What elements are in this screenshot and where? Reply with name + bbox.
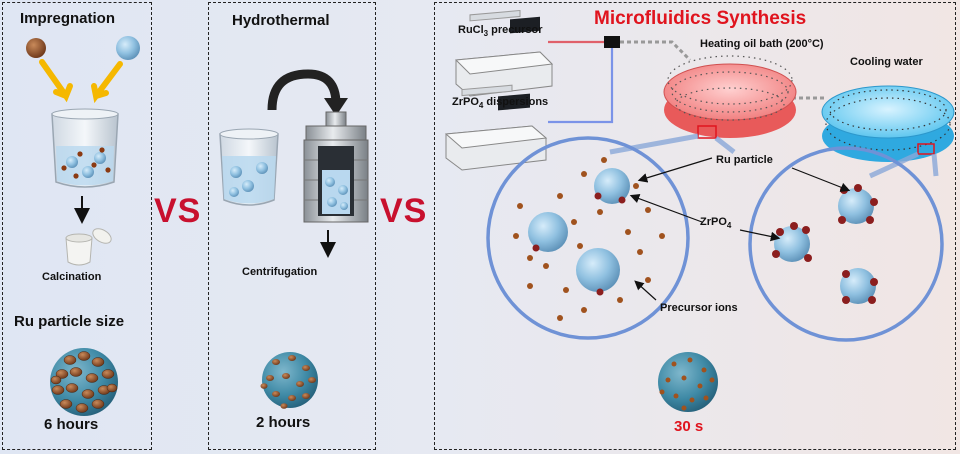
hydrothermal-title: Hydrothermal — [232, 12, 330, 29]
impregnation-time: 6 hours — [44, 416, 99, 433]
curved-arrow-icon — [267, 69, 341, 111]
cooling-water-label: Cooling water — [850, 56, 923, 68]
catalyst-particle-2h — [260, 352, 318, 409]
ru-precursor-bead-icon — [26, 38, 46, 58]
zoom-circle-heating — [486, 136, 690, 340]
yellow-arrow-right-icon — [91, 61, 123, 104]
microfluidics-graphics — [444, 9, 955, 412]
hydrothermal-graphics — [219, 69, 369, 409]
hydrothermal-time: 2 hours — [256, 414, 311, 431]
microfluidics-panel — [434, 2, 956, 450]
calcination-label: Calcination — [42, 271, 102, 283]
microfluidics-time: 30 s — [674, 418, 704, 435]
cooling-water-bath-icon — [821, 85, 955, 162]
ru-particle-size-heading: Ru particle size — [14, 313, 125, 330]
dispersion-label: ZrPO4 dispersions — [452, 96, 549, 111]
catalyst-particle-6h — [50, 348, 118, 416]
microfluidics-title: Microfluidics Synthesis — [594, 8, 807, 29]
autoclave-icon — [303, 111, 369, 223]
precursor-ions-label: Precursor ions — [660, 302, 738, 314]
impregnation-panel — [2, 2, 152, 450]
beaker-icon — [219, 128, 279, 206]
crucible-icon — [65, 228, 112, 266]
precursor-label: RuCl3 precursor — [458, 24, 543, 39]
zoom-circle-cooling — [748, 146, 944, 342]
impregnation-graphics — [26, 36, 140, 416]
centrifugation-label: Centrifugation — [242, 266, 318, 278]
beaker-icon — [51, 108, 119, 188]
hydrothermal-panel — [208, 2, 376, 450]
support-bead-icon — [116, 36, 140, 60]
impregnation-title: Impregnation — [20, 10, 116, 27]
yellow-arrow-left-icon — [39, 59, 73, 103]
vs-label-1: VS — [154, 192, 202, 230]
ru-particle-label: Ru particle — [716, 154, 773, 166]
vs-label-2: VS — [380, 192, 428, 230]
mixer-junction-icon — [604, 36, 620, 48]
syringe-pump-2-icon — [444, 84, 548, 171]
heating-oil-bath-icon — [663, 55, 797, 139]
catalyst-particle-30s — [658, 352, 718, 412]
syringe-pump-1-icon — [454, 9, 554, 97]
zrpo4-label: ZrPO4 — [700, 216, 732, 231]
oil-bath-label: Heating oil bath (200°C) — [700, 38, 824, 50]
